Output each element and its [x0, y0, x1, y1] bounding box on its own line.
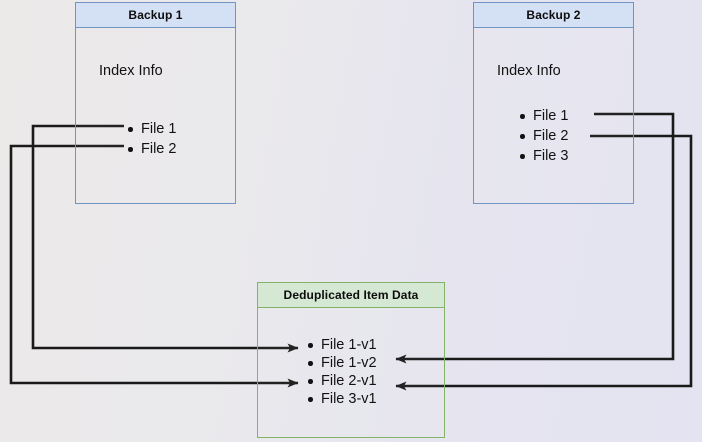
backup-2-file-list: File 1 File 2 File 3: [518, 106, 568, 166]
list-item[interactable]: File 1-v1: [306, 336, 377, 354]
connector-backup2-file2-to-file2v1: [395, 134, 693, 391]
list-item[interactable]: File 1-v2: [306, 354, 377, 372]
backup-2-body: Index Info File 1 File 2 File 3: [474, 27, 633, 203]
backup-1-title: Backup 1: [128, 8, 183, 22]
deduplicated-item-data-box[interactable]: Deduplicated Item Data File 1-v1 File 1-…: [257, 282, 445, 438]
backup-2-index-info-label: Index Info: [497, 63, 561, 79]
backup-1-box[interactable]: Backup 1 Index Info File 1 File 2: [75, 2, 236, 204]
deduplicated-file-list: File 1-v1 File 1-v2 File 2-v1 File 3-v1: [306, 336, 377, 408]
list-item[interactable]: File 3: [518, 146, 568, 166]
backup-2-box[interactable]: Backup 2 Index Info File 1 File 2 File 3: [473, 2, 634, 204]
list-item[interactable]: File 1: [518, 106, 568, 126]
deduplicated-item-data-header: Deduplicated Item Data: [258, 283, 444, 308]
list-item[interactable]: File 2: [126, 139, 176, 159]
backup-1-body: Index Info File 1 File 2: [76, 27, 235, 203]
backup-2-title: Backup 2: [526, 8, 581, 22]
list-item[interactable]: File 3-v1: [306, 390, 377, 408]
deduplicated-item-data-title: Deduplicated Item Data: [283, 288, 419, 302]
deduplicated-item-data-body: File 1-v1 File 1-v2 File 2-v1 File 3-v1: [258, 307, 444, 437]
list-item[interactable]: File 2-v1: [306, 372, 377, 390]
backup-2-header: Backup 2: [474, 3, 633, 28]
list-item[interactable]: File 1: [126, 119, 176, 139]
connector-backup1-file2-to-file2v1: [9, 144, 299, 388]
backup-1-header: Backup 1: [76, 3, 235, 28]
list-item[interactable]: File 2: [518, 126, 568, 146]
backup-1-index-info-label: Index Info: [99, 63, 163, 79]
backup-1-file-list: File 1 File 2: [126, 119, 176, 159]
connector-backup1-file1-to-file1v1: [31, 124, 299, 353]
